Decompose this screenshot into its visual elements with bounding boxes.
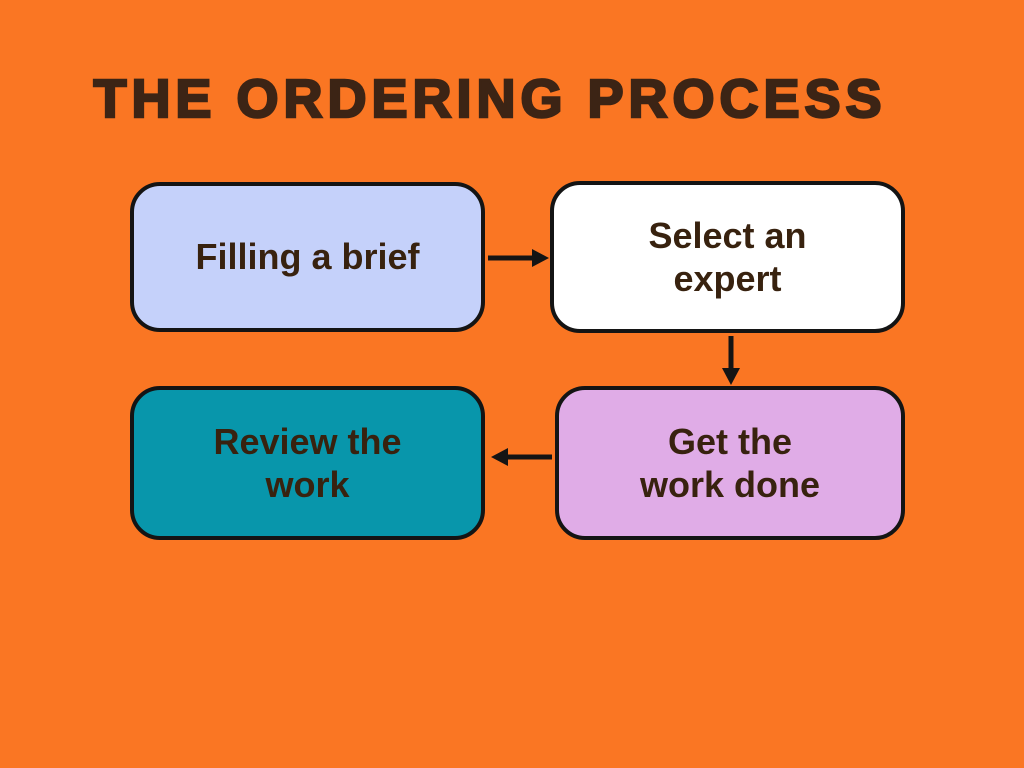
flow-step-review-the-work: Review the work: [130, 386, 485, 540]
arrow-left-icon: [491, 448, 552, 466]
step-label-get-the-work-done: Get the work done: [639, 420, 821, 505]
flow-step-get-the-work-done: Get the work done: [555, 386, 905, 540]
flow-step-select-an-expert: Select an expert: [550, 181, 905, 333]
page-title: THE ORDERING PROCESS: [92, 68, 887, 131]
flow-step-filling-a-brief: Filling a brief: [130, 182, 485, 332]
arrow-right-icon: [488, 249, 549, 267]
step-label-review-the-work: Review the work: [213, 420, 402, 505]
step-label-select-an-expert: Select an expert: [648, 214, 807, 299]
arrow-down-icon: [722, 336, 740, 385]
step-label-filling-a-brief: Filling a brief: [195, 236, 420, 278]
